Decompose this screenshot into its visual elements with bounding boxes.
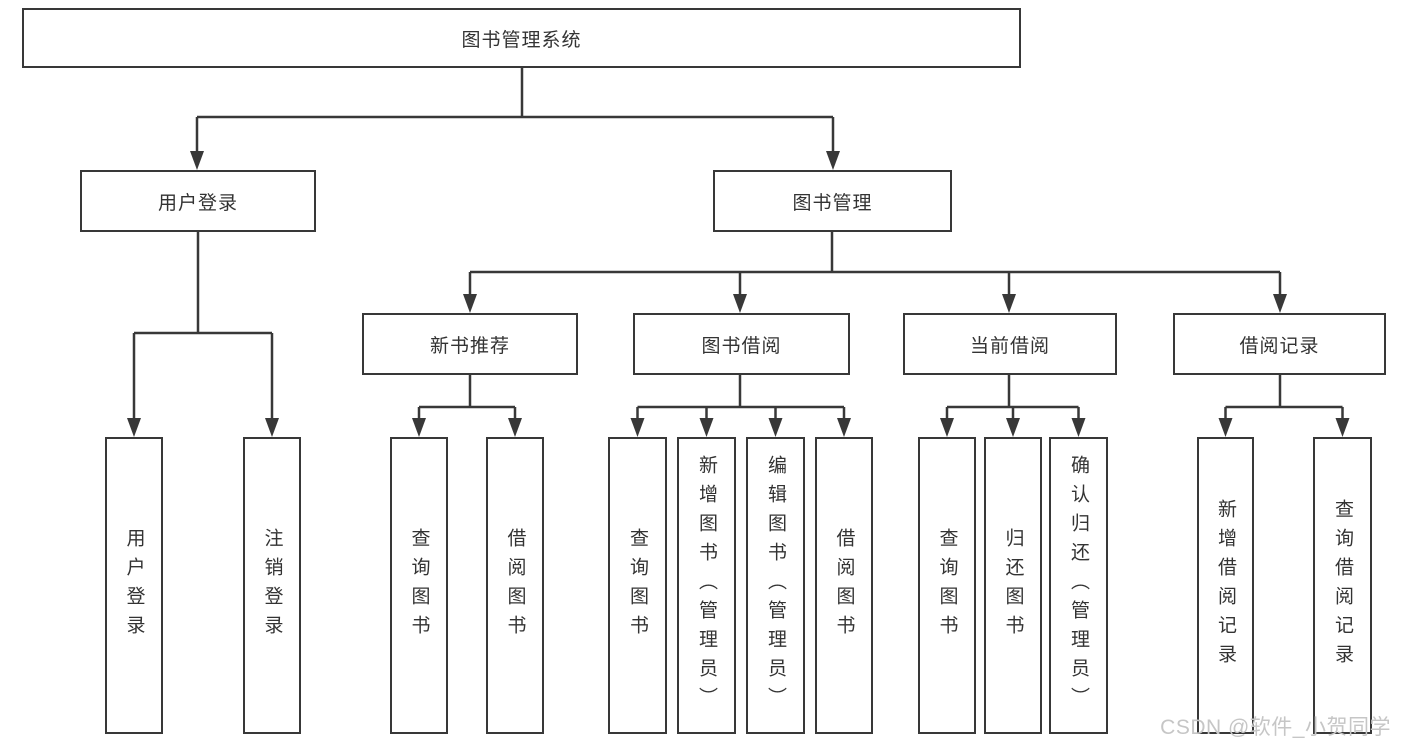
node-user-login-label: 用户登录 bbox=[157, 192, 238, 214]
csdn-watermark: CSDN @软件_小贺同学 bbox=[1160, 716, 1391, 739]
node-current-borrow-label: 当前借阅 bbox=[969, 335, 1050, 357]
leaf-logout-login: 注销登录 bbox=[243, 437, 301, 734]
leaf-add-books-admin: 新增图书（管理员） bbox=[677, 437, 736, 734]
node-borrow-records: 借阅记录 bbox=[1173, 313, 1386, 375]
leaf-add-borrow-record: 新增借阅记录 bbox=[1197, 437, 1254, 734]
leaf-borrow-books-2: 借阅图书 bbox=[815, 437, 873, 734]
connector-book-borrow-to-leaves bbox=[630, 375, 851, 437]
leaf-query-borrow-record-label: 查询借阅记录 bbox=[1332, 498, 1353, 673]
connector-current-borrow-to-leaves bbox=[940, 375, 1086, 437]
leaf-confirm-return-admin-label: 确认归还（管理员） bbox=[1068, 455, 1089, 716]
node-root: 图书管理系统 bbox=[22, 8, 1021, 68]
leaf-query-books-2-label: 查询图书 bbox=[627, 527, 648, 644]
node-current-borrow: 当前借阅 bbox=[903, 313, 1117, 375]
leaf-edit-books-admin-label: 编辑图书（管理员） bbox=[765, 455, 786, 716]
leaf-user-login: 用户登录 bbox=[105, 437, 163, 734]
leaf-add-borrow-record-label: 新增借阅记录 bbox=[1215, 498, 1236, 673]
connector-book-management-to-level3 bbox=[463, 232, 1287, 313]
leaf-query-books-1-label: 查询图书 bbox=[408, 527, 430, 644]
leaf-edit-books-admin: 编辑图书（管理员） bbox=[746, 437, 805, 734]
connector-user-login-to-leaves bbox=[127, 232, 279, 437]
leaf-return-books-label: 归还图书 bbox=[1002, 527, 1024, 644]
leaf-query-books-2: 查询图书 bbox=[608, 437, 667, 734]
connector-root-to-level2 bbox=[190, 68, 840, 170]
leaf-logout-login-label: 注销登录 bbox=[261, 527, 283, 644]
node-new-book-recommend: 新书推荐 bbox=[362, 313, 578, 375]
node-new-book-recommend-label: 新书推荐 bbox=[429, 335, 510, 357]
node-book-management-label: 图书管理 bbox=[792, 192, 873, 214]
leaf-borrow-books-2-label: 借阅图书 bbox=[833, 527, 855, 644]
connector-borrow-records-to-leaves bbox=[1218, 375, 1350, 437]
leaf-user-login-label: 用户登录 bbox=[123, 527, 145, 644]
leaf-confirm-return-admin: 确认归还（管理员） bbox=[1049, 437, 1108, 734]
node-book-borrow: 图书借阅 bbox=[633, 313, 850, 375]
leaf-query-borrow-record: 查询借阅记录 bbox=[1313, 437, 1372, 734]
leaf-return-books: 归还图书 bbox=[984, 437, 1042, 734]
leaf-query-books-3-label: 查询图书 bbox=[936, 527, 958, 644]
node-user-login: 用户登录 bbox=[80, 170, 316, 232]
node-root-label: 图书管理系统 bbox=[461, 29, 582, 51]
leaf-query-books-1: 查询图书 bbox=[390, 437, 448, 734]
leaf-add-books-admin-label: 新增图书（管理员） bbox=[696, 455, 717, 716]
node-book-management: 图书管理 bbox=[713, 170, 952, 232]
leaf-query-books-3: 查询图书 bbox=[918, 437, 976, 734]
node-borrow-records-label: 借阅记录 bbox=[1239, 335, 1320, 357]
connector-new-book-recommend-to-leaves bbox=[412, 375, 522, 437]
leaf-borrow-books-1: 借阅图书 bbox=[486, 437, 544, 734]
node-book-borrow-label: 图书借阅 bbox=[701, 335, 782, 357]
leaf-borrow-books-1-label: 借阅图书 bbox=[504, 527, 526, 644]
